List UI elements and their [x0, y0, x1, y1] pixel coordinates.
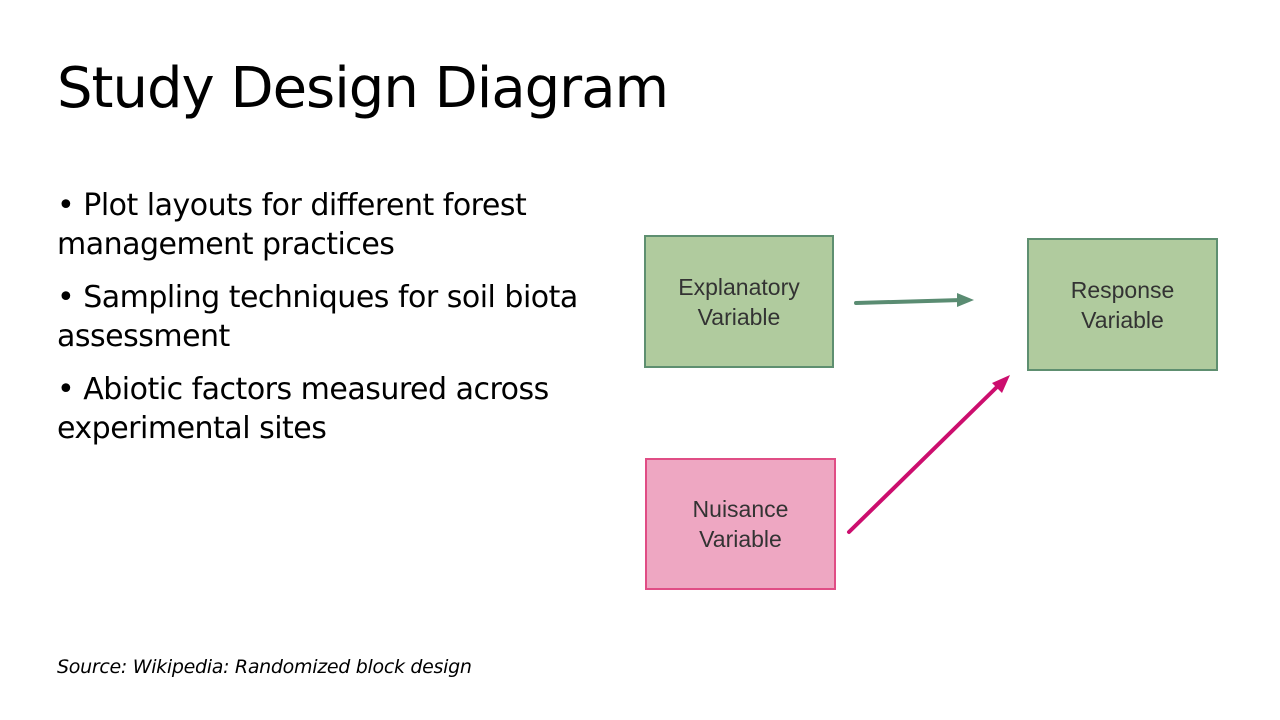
box-label: Nuisance [692, 496, 789, 522]
box-label: Variable [699, 526, 782, 552]
bullet-item: • Abiotic factors measured across experi… [57, 372, 549, 446]
box-label: Variable [1081, 306, 1164, 333]
box-label: Explanatory [678, 273, 800, 300]
explanatory-to-response-arrow [854, 293, 974, 307]
box-label: Variable [697, 303, 781, 330]
source-citation: Source: Wikipedia: Randomized block desi… [57, 656, 472, 678]
slide-title: Study Design Diagram [57, 56, 669, 121]
box-label: Response [1070, 276, 1175, 303]
bullet-list: • Plot layouts for different forest mana… [57, 186, 617, 462]
bullet-item: • Sampling techniques for soil biota ass… [57, 280, 578, 354]
bullet-item: • Plot layouts for different forest mana… [57, 188, 527, 262]
nuisance-to-response-arrow [847, 375, 1010, 534]
